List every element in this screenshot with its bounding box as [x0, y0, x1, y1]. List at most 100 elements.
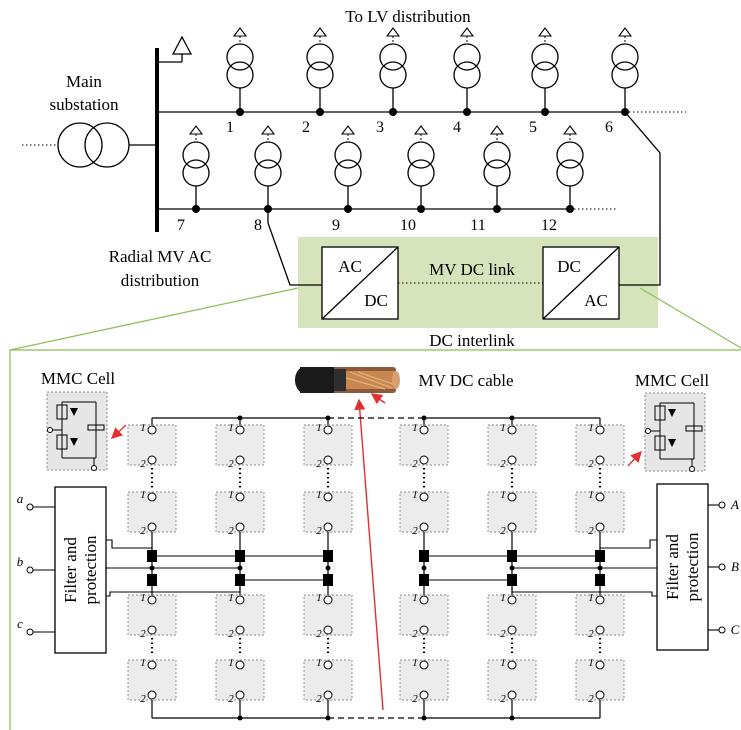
transformer-coil-icon	[453, 61, 481, 89]
mmc-cell: 12	[127, 422, 177, 470]
substation-transformer-coil-left	[57, 122, 103, 168]
mmc-cell: 12	[127, 657, 177, 705]
cell-terminal-2	[419, 455, 429, 465]
detail-frame	[9, 349, 741, 730]
transformer-coil-icon	[556, 159, 584, 187]
phase-label-right: A	[730, 497, 739, 512]
transformer-coil-icon	[453, 43, 481, 71]
cell-terminal-2	[323, 522, 333, 532]
arrow-to-right-cell	[627, 450, 642, 467]
upper-transformer-3	[379, 27, 407, 116]
terminal-1-label: 1	[140, 592, 146, 604]
transformer-coil-icon	[379, 61, 407, 89]
mv-dc-link-label: MV DC link	[429, 260, 515, 279]
busbar-load-triangle	[171, 35, 193, 55]
rail-junction-dot	[421, 715, 427, 721]
mmc-cell: 12	[487, 657, 537, 705]
load-triangle-icon	[232, 27, 248, 37]
mmc-cell: 12	[575, 592, 625, 640]
rail-junction-dot	[237, 415, 243, 421]
terminal-2-label: 2	[500, 525, 506, 537]
cell-terminal-2	[507, 522, 517, 532]
terminal-2-label: 2	[140, 525, 146, 537]
terminal-2-label: 2	[588, 693, 594, 705]
lower-transformer-11	[483, 125, 511, 213]
ac-terminal-right	[718, 501, 726, 509]
terminal-2-label: 2	[228, 458, 234, 470]
transformer-coil-icon	[226, 43, 254, 71]
zoom-line-right	[639, 287, 741, 349]
to-lv-label: To LV distribution	[345, 7, 471, 26]
cell-terminal-1	[419, 660, 429, 670]
ac-terminal-left	[26, 628, 34, 636]
cell-terminal-1	[147, 660, 157, 670]
cell-terminal-2	[419, 522, 429, 532]
cell-terminal-1	[235, 425, 245, 435]
mmc-cell-left-label: MMC Cell	[41, 369, 115, 388]
terminal-1-label: 1	[588, 592, 594, 604]
phase-junction-dot	[421, 565, 427, 571]
cell-terminal-2	[235, 625, 245, 635]
mv-dc-cable-label: MV DC cable	[418, 371, 513, 390]
mmc-cell: 12	[215, 489, 265, 537]
terminal-1-label: 1	[228, 422, 234, 434]
cell-terminal-2	[595, 522, 605, 532]
cell-terminal-1	[595, 425, 605, 435]
cell-terminal-1	[507, 425, 517, 435]
load-triangle-icon	[537, 27, 553, 37]
transformer-coil-icon	[483, 159, 511, 187]
cell-terminal-2	[507, 455, 517, 465]
mmc-cell: 12	[215, 592, 265, 640]
transformer-coil-icon	[611, 61, 639, 89]
bus-node-dot	[493, 205, 501, 213]
cell-terminal-1	[323, 425, 333, 435]
mmc-cell: 12	[399, 422, 449, 470]
terminal-1-label: 1	[140, 657, 146, 669]
cell-terminal-2	[595, 455, 605, 465]
node-number-label: 8	[254, 217, 262, 234]
bus-node-dot	[316, 108, 324, 116]
main-substation-label-1: Main	[66, 72, 102, 91]
terminal-2-label: 2	[228, 628, 234, 640]
node-number-label: 1	[226, 119, 234, 136]
phase-label-left: c	[17, 616, 23, 631]
arrow-to-left-cell	[110, 424, 127, 439]
ac-terminal-left	[26, 566, 34, 574]
radial-label-2: distribution	[121, 271, 200, 290]
node-number-label: 9	[332, 217, 340, 234]
substation-transformer-coil-right	[84, 122, 130, 168]
cell-terminal-2	[323, 690, 333, 700]
mmc-cell: 12	[575, 489, 625, 537]
cell-terminal-2	[235, 690, 245, 700]
converter-right-top-label: DC	[557, 257, 581, 276]
transformer-coil-icon	[407, 159, 435, 187]
interlink-wire-node6	[619, 111, 661, 286]
node-number-label: 3	[376, 119, 384, 136]
cell-terminal-2	[595, 625, 605, 635]
node-number-label: 7	[177, 217, 185, 234]
mmc-cell: 12	[399, 657, 449, 705]
terminal-1-label: 1	[316, 422, 322, 434]
phase-junction-dot	[325, 565, 331, 571]
terminal-1-label: 1	[412, 657, 418, 669]
transformer-coil-icon	[306, 61, 334, 89]
terminal-2-label: 2	[316, 458, 322, 470]
upper-transformer-1	[226, 27, 254, 116]
terminal-1-label: 1	[412, 592, 418, 604]
terminal-2-label: 2	[140, 458, 146, 470]
cell-terminal-1	[147, 492, 157, 502]
terminal-1-label: 1	[588, 657, 594, 669]
arrow-to-cable-b	[354, 398, 384, 711]
transformer-coil-icon	[407, 141, 435, 169]
arm-inductor-icon	[595, 574, 605, 586]
transformer-coil-icon	[306, 43, 334, 71]
mmc-cell: 12	[303, 489, 353, 537]
cell-terminal-2	[595, 690, 605, 700]
node-number-label: 10	[400, 217, 416, 234]
node-number-label: 12	[541, 217, 557, 234]
cell-terminal-1	[235, 595, 245, 605]
bus-node-dot	[344, 205, 352, 213]
mmc-cell: 12	[215, 657, 265, 705]
terminal-1-label: 1	[412, 489, 418, 501]
